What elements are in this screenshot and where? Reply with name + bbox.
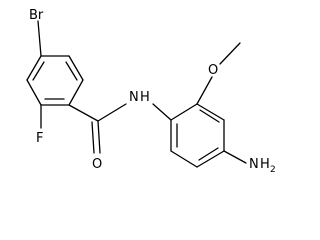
double-bond (199, 109, 220, 123)
bond (170, 150, 198, 168)
bond (223, 150, 247, 164)
amine-nitrogen-label: N (249, 157, 259, 172)
bond (26, 79, 42, 106)
bond (196, 76, 213, 105)
bond (26, 55, 42, 81)
molecule-drawing: Br F O N H O N H 2 (26, 8, 276, 175)
double-bond (198, 147, 219, 161)
double-bond (97, 120, 101, 154)
right-aromatic-ring (170, 103, 225, 168)
amine-hydrogen-count: 2 (270, 165, 276, 175)
bond (152, 103, 172, 121)
structure-canvas: Br F O N H O N H 2 (26, 8, 276, 175)
bond (68, 79, 84, 106)
bond (68, 104, 99, 122)
amide-nitrogen-label: N (129, 90, 139, 105)
bond (170, 103, 198, 121)
double-bond (91, 121, 95, 154)
bond (219, 42, 241, 65)
bond (196, 150, 225, 168)
bond (97, 103, 127, 122)
bond (68, 55, 84, 81)
double-bond (65, 61, 78, 81)
amide-hydrogen-label: H (140, 90, 150, 105)
methoxy-oxygen-label: O (208, 63, 218, 78)
fluorine-label: F (36, 131, 43, 146)
amine-hydrogen-label: H (260, 157, 270, 172)
bond (37, 20, 42, 57)
bromine-label: Br (29, 8, 44, 23)
left-aromatic-ring (26, 55, 84, 106)
carbonyl-oxygen-label: O (92, 157, 102, 172)
bond (196, 103, 225, 121)
double-bond (32, 61, 45, 81)
